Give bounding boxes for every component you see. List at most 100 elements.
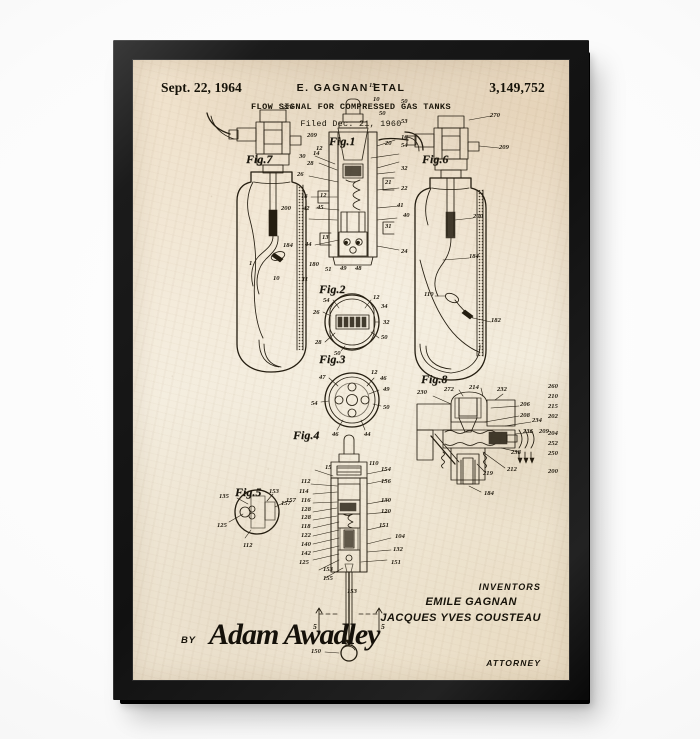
ref-fig4-142: 142 [301, 550, 311, 557]
ref-fig4-15: 15 [325, 464, 332, 471]
ref-fig4-114: 114 [299, 488, 309, 495]
ref-fig1-r-16: 16 [401, 134, 408, 141]
ref-fig8-206: 206 [520, 401, 530, 408]
ref-fig8c-202: 202 [548, 413, 558, 420]
ref-fig8c-200: 200 [548, 468, 558, 475]
ref-fig2-50a: 50 [381, 334, 388, 341]
ref-fig1-l-13: 13 [322, 234, 329, 241]
ref-fig1-l-44: 44 [305, 241, 312, 248]
ref-fig8-184: 184 [484, 490, 494, 497]
ref-fig1-l-18: 18 [301, 193, 308, 200]
ref-fig4-156: 156 [381, 478, 391, 485]
ref-1-fig7: 1 [249, 260, 252, 267]
ref-180-fig7: 180 [309, 261, 319, 268]
ref-fig8-272: 272 [444, 386, 454, 393]
ref-fig3-50: 50 [383, 404, 390, 411]
ref-fig1-r-51: 51 [325, 266, 332, 273]
ref-fig8-238: 238 [511, 449, 521, 456]
ref-fig5-157: 157 [286, 497, 296, 504]
ref-fig4-104: 104 [395, 533, 405, 540]
ref-fig4-112: 112 [301, 478, 311, 485]
ref-fig8c-252: 252 [548, 440, 558, 447]
ref-fig1-l-15: 15 [369, 82, 376, 89]
ref-fig1-r-49: 49 [340, 265, 347, 272]
attorney-signature: Adam Awadley [209, 618, 380, 652]
ref-fig6-200: 200 [473, 213, 483, 220]
ref-fig2-50b: 50 [334, 350, 341, 357]
patent-paper: Sept. 22, 1964 E. GAGNAN ETAL 3,149,752 … [133, 60, 569, 680]
ref-fig1-r-24: 24 [401, 248, 408, 255]
ref-fig8-232: 232 [497, 386, 507, 393]
ref-fig8c-204: 204 [548, 430, 558, 437]
ref-fig3-44: 44 [364, 431, 371, 438]
ref-fig3-46: 46 [380, 375, 387, 382]
ref-fig1-l-28: 28 [307, 160, 314, 167]
ref-fig1-l-12b: 12 [320, 192, 327, 199]
ref-fig2-34: 34 [381, 303, 388, 310]
ref-fig8-219: 219 [483, 470, 493, 477]
ref-fig4-128b: 128 [301, 514, 311, 521]
ref-fig1-r-40: 40 [403, 212, 410, 219]
ref-fig8-212: 212 [507, 466, 517, 473]
patent-content: Sept. 22, 1964 E. GAGNAN ETAL 3,149,752 … [133, 60, 569, 680]
ref-fig1-r-21: 21 [385, 179, 392, 186]
figure-6-drawing [379, 116, 499, 380]
ref-fig4-154: 154 [381, 466, 391, 473]
inventor-name-1: EMILE GAGNAN [425, 596, 517, 608]
ref-fig8-234: 234 [532, 417, 542, 424]
ref-fig2-32: 32 [383, 319, 390, 326]
ref-fig4-120: 120 [381, 508, 391, 515]
ref-fig4-125: 125 [299, 559, 309, 566]
ref-270-fig7: 270 [283, 104, 293, 111]
ref-fig5-153: 153 [269, 488, 279, 495]
ref-fig3-47: 47 [319, 374, 326, 381]
ref-fig1-r-48: 48 [355, 265, 362, 272]
ref-fig1-l-30: 30 [299, 153, 306, 160]
ref-fig8-230: 230 [417, 389, 427, 396]
ref-fig3-49: 49 [383, 386, 390, 393]
inventor-name-2: JACQUES YVES COUSTEAU [380, 612, 541, 624]
ref-fig2-26: 26 [313, 309, 320, 316]
ref-fig1-l-14: 14 [313, 150, 320, 157]
ref-fig1-r-54: 54 [401, 142, 408, 149]
ref-fig1-r-50a: 50 [379, 110, 386, 117]
ref-fig1-r-53: 53 [401, 118, 408, 125]
ref-fig2-28: 28 [315, 339, 322, 346]
ref-fig8c-215: 215 [548, 403, 558, 410]
ref-fig4-110: 110 [369, 460, 379, 467]
ref-209-fig7: 209 [307, 132, 317, 139]
ref-fig2-54: 54 [323, 297, 330, 304]
ref-fig4-151a: 151 [379, 522, 389, 529]
ref-11-fig7: 11 [302, 276, 308, 283]
ref-fig1-l-45: 45 [317, 204, 324, 211]
ref-fig5-112: 112 [243, 542, 253, 549]
ref-fig8c-260: 260 [548, 383, 558, 390]
ref-fig8-236: 236 [523, 428, 533, 435]
figure-2-drawing [323, 294, 379, 351]
ref-fig1-r-22: 22 [401, 185, 408, 192]
ref-fig4-151b: 151 [391, 559, 401, 566]
by-label: BY [181, 635, 196, 646]
signature-block: INVENTORS EMILE GAGNAN JACQUES YVES COUS… [133, 582, 569, 680]
ref-184-fig7: 184 [283, 242, 293, 249]
ref-fig1-r-41: 41 [397, 202, 404, 209]
ref-fig5-135: 135 [219, 493, 229, 500]
ref-fig1-r-32: 32 [401, 165, 408, 172]
ref-fig1-r-50b: 50 [401, 98, 408, 105]
ref-fig3-54: 54 [311, 400, 318, 407]
ref-fig1-l-10: 10 [373, 96, 380, 103]
ref-fig3-12: 12 [371, 369, 378, 376]
ref-fig4-116: 116 [301, 497, 311, 504]
ref-fig6-110: 110 [424, 291, 434, 298]
ref-fig1-l-26: 26 [297, 171, 304, 178]
ref-fig8-214: 214 [469, 384, 479, 391]
ref-fig1-l-42: 42 [303, 205, 310, 212]
figure-5-drawing [229, 490, 285, 538]
ref-fig5-125: 125 [217, 522, 227, 529]
ref-fig3-46b: 46 [332, 431, 339, 438]
ref-fig4-140: 140 [301, 541, 311, 548]
ref-fig4-130: 130 [381, 497, 391, 504]
ref-fig6-182: 182 [491, 317, 501, 324]
ref-fig8-208: 208 [520, 412, 530, 419]
